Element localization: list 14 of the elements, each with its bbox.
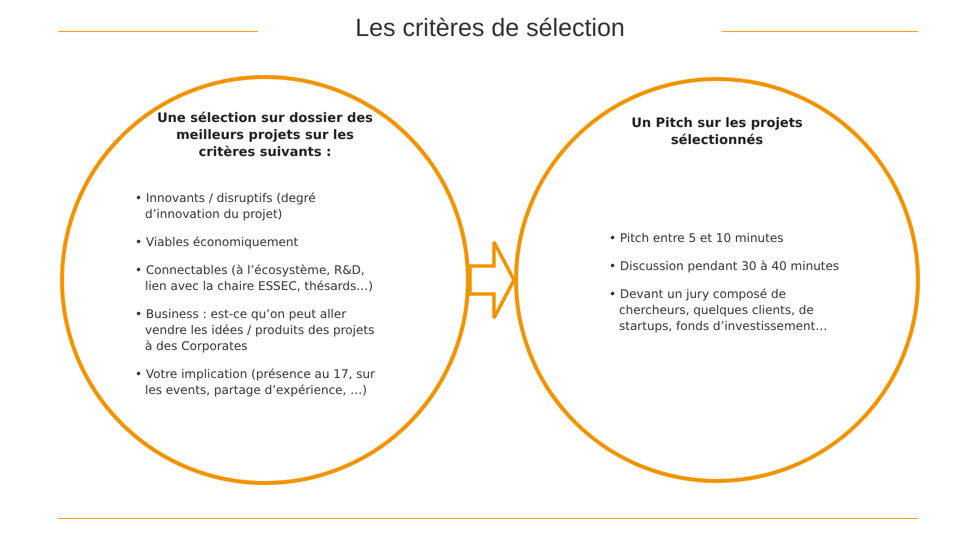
bullet-item: • Votre implication (présence au 17, sur les events, partage d’expérience, …) — [135, 366, 376, 398]
circle — [514, 77, 920, 483]
heading: Une sélection sur dossier des meilleurs projets sur les critères suivants : — [156, 110, 374, 161]
bullet-item: • Discussion pendant 30 à 40 minutes — [609, 258, 840, 274]
bullet-item: • Connectables (à l’écosystème, R&D, lien avec la chaire ESSEC, thésards…) — [135, 262, 374, 294]
bullet-item: • Innovants / disruptifs (degré d’innovation du projet) — [135, 190, 317, 222]
heading: Un Pitch sur les projets sélectionnés — [630, 115, 804, 149]
bullet-item: • Business : est-ce qu’on peut aller vendre les idées / produits des projets à des Corporates — [135, 306, 376, 354]
bullet-item: • Viables économiquement — [135, 234, 300, 250]
title: Les critères de sélection — [354, 14, 626, 43]
arrow — [468, 240, 516, 320]
bullet-item: • Pitch entre 5 et 10 minutes — [609, 230, 784, 246]
circle — [60, 75, 470, 485]
bullet-item: • Devant un jury composé de chercheurs, quelques clients, de startups, fonds d’investissement… — [609, 286, 828, 334]
